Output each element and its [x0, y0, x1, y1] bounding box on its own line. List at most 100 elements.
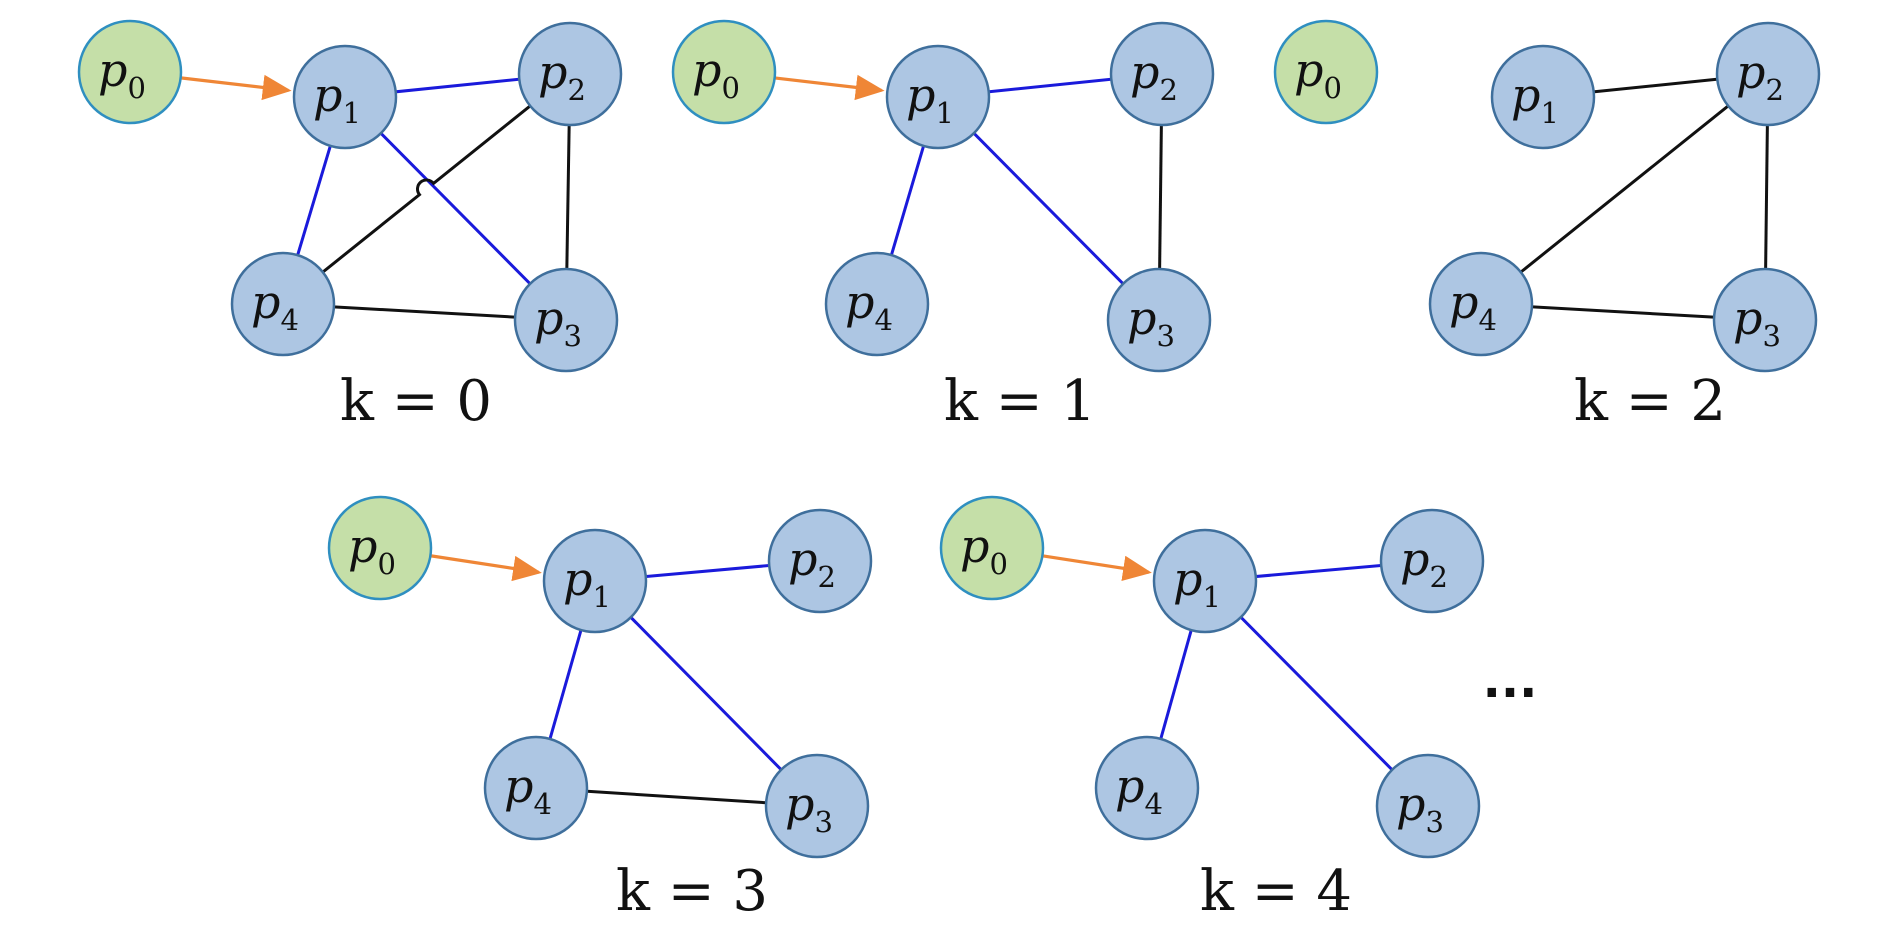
node-label: p2 [1400, 532, 1448, 594]
node-label-sub: 3 [1763, 319, 1781, 353]
node-p1: p1 [542, 528, 648, 634]
node-label-base: p [692, 43, 721, 97]
node-label-base: p [348, 519, 377, 573]
node-label-sub: 0 [1324, 71, 1342, 105]
node-label-sub: 2 [568, 73, 586, 107]
node-circle [230, 251, 336, 357]
edge-p1-p3 [593, 579, 819, 808]
node-circle [517, 21, 623, 127]
node-p2: p2 [1379, 508, 1485, 614]
node-p4: p4 [230, 251, 336, 357]
node-label-sub: 4 [281, 303, 299, 337]
node-label: p4 [1115, 759, 1163, 821]
node-circle [1428, 251, 1534, 357]
node-label-base: p [313, 68, 342, 122]
node-label: p4 [845, 275, 893, 337]
node-label: p3 [1733, 291, 1781, 353]
panel-caption: k = 0 [340, 369, 492, 434]
node-label-base: p [538, 45, 567, 99]
node-circle [292, 44, 398, 150]
node-p2: p2 [1109, 21, 1215, 127]
node-circle [1712, 267, 1818, 373]
node-label-sub: 1 [1541, 96, 1559, 130]
node-label-base: p [1511, 68, 1540, 122]
arrow-p0-p1 [180, 74, 292, 101]
node-label: p4 [504, 759, 552, 821]
node-circle [513, 267, 619, 373]
node-p3: p3 [1375, 753, 1481, 859]
node-label: p3 [534, 291, 582, 353]
node-label-base: p [845, 275, 874, 329]
edge-p2-p4 [1480, 72, 1769, 306]
node-circle [885, 44, 991, 150]
node-p2: p2 [767, 508, 873, 614]
edge-p1-p3 [343, 95, 568, 322]
node-circle [1109, 21, 1215, 127]
node-label: p0 [98, 43, 146, 105]
node-label-base: p [1130, 45, 1159, 99]
node-p0: p0 [939, 495, 1045, 601]
node-p4: p4 [1094, 735, 1200, 841]
panel-caption: k = 1 [944, 369, 1096, 434]
node-label: p1 [313, 68, 361, 130]
node-label: p0 [1294, 43, 1342, 105]
node-label: p0 [348, 519, 396, 581]
node-label: p0 [692, 43, 740, 105]
node-label-base: p [1449, 275, 1478, 329]
node-label-base: p [1396, 777, 1425, 831]
node-circle [1490, 44, 1596, 150]
node-label-sub: 3 [815, 805, 833, 839]
node-label-base: p [563, 552, 592, 606]
node-label-sub: 0 [990, 547, 1008, 581]
node-label-sub: 4 [875, 303, 893, 337]
edge-p2-p4 [282, 72, 571, 306]
node-label-sub: 2 [1766, 73, 1784, 107]
node-circle [483, 735, 589, 841]
node-circle [1379, 508, 1485, 614]
node-label-sub: 4 [534, 787, 552, 821]
node-label-base: p [960, 519, 989, 573]
node-label-base: p [1400, 532, 1429, 586]
source-node-circle [327, 495, 433, 601]
edge-p1-p3 [1203, 579, 1430, 808]
node-p0: p0 [327, 495, 433, 601]
node-label-base: p [1736, 45, 1765, 99]
node-p3: p3 [764, 753, 870, 859]
node-label-sub: 3 [1157, 319, 1175, 353]
node-p3: p3 [1712, 267, 1818, 373]
panel-caption: k = 4 [1200, 859, 1352, 924]
node-circle [764, 753, 870, 859]
node-p1: p1 [885, 44, 991, 150]
node-label-base: p [504, 759, 533, 813]
node-label-base: p [1173, 552, 1202, 606]
node-p0: p0 [77, 19, 183, 125]
node-label-base: p [251, 275, 280, 329]
node-label: p3 [1127, 291, 1175, 353]
node-p1: p1 [1152, 528, 1258, 634]
node-circle [1094, 735, 1200, 841]
node-label-sub: 0 [722, 71, 740, 105]
node-label: p0 [960, 519, 1008, 581]
node-p0: p0 [671, 19, 777, 125]
node-p4: p4 [483, 735, 589, 841]
node-label-base: p [1294, 43, 1323, 97]
node-circle [1715, 21, 1821, 127]
node-label-base: p [98, 43, 127, 97]
node-p2: p2 [517, 21, 623, 127]
node-label: p2 [1130, 45, 1178, 107]
arrow-p0-p1 [1042, 554, 1152, 582]
node-label-sub: 3 [564, 319, 582, 353]
node-label-sub: 2 [1430, 560, 1448, 594]
node-label-sub: 2 [1160, 73, 1178, 107]
node-label-sub: 4 [1145, 787, 1163, 821]
node-p3: p3 [513, 267, 619, 373]
node-label-base: p [534, 291, 563, 345]
node-label: p2 [788, 532, 836, 594]
node-label-sub: 1 [1203, 580, 1221, 614]
node-p4: p4 [1428, 251, 1534, 357]
node-label-base: p [1115, 759, 1144, 813]
